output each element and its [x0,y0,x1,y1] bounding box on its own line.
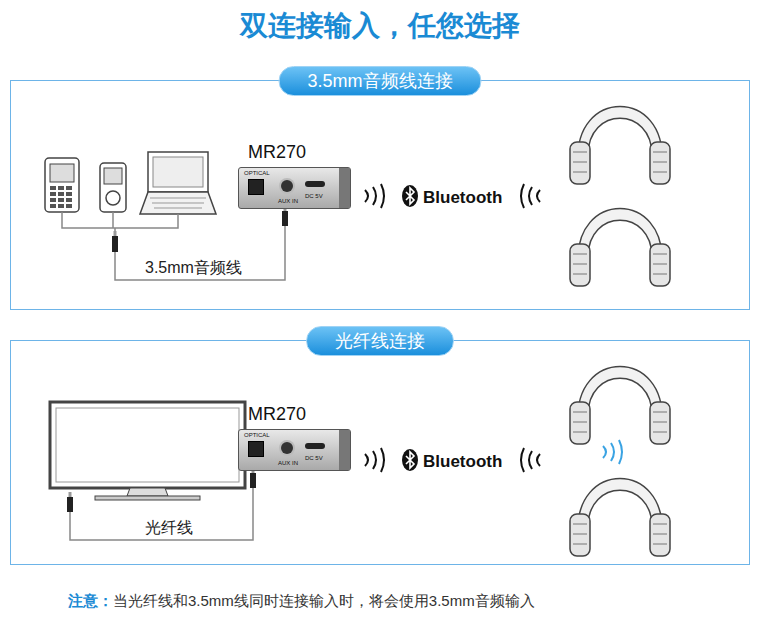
model-name: MR270 [248,403,351,425]
note-row: 注意：当光纤线和3.5mm线同时连接输入时，将会使用3.5mm音频输入 [68,590,535,611]
optical-port [248,179,264,195]
dc-port [305,181,325,187]
side-stripe [339,430,350,470]
aux-jack [281,442,293,454]
cable [113,212,114,228]
plug [112,231,118,252]
page-title: 双连接输入，任您选择 [0,8,760,44]
mobile-phone [45,158,79,212]
port-label: OPTICAL [244,170,270,177]
bluetooth-logo [402,449,418,471]
section-header: 3.5mm音频线连接 [278,66,481,96]
cable [62,212,178,228]
aux-jack [281,180,293,192]
cable-label: 光纤线 [145,517,193,539]
signal-waves [521,448,540,472]
port-label: AUX IN [278,198,298,205]
section-panel: 光纤线连接MR270OPTICALAUX INDC 5V [10,340,750,565]
laptop [140,152,216,214]
plug [282,206,288,226]
side-stripe [339,168,350,208]
bluetooth-label: Bluetooth [423,186,502,209]
note-text: 当光纤线和3.5mm线同时连接输入时，将会使用3.5mm音频输入 [113,590,535,611]
bluetooth-logo [402,185,418,207]
cable [115,226,285,280]
headphone [570,107,670,185]
dc-port [305,443,325,449]
headphone [570,209,670,287]
port-label: DC 5V [305,193,323,200]
cable-label: 3.5mm音频线 [145,257,242,279]
plug [67,492,73,512]
model-name: MR270 [248,141,351,163]
signal-waves [365,448,384,472]
section-header: 光纤线连接 [306,326,454,356]
plug [250,468,256,488]
port-label: DC 5V [305,455,323,462]
optical-port [248,441,264,457]
device-body: OPTICAL AUX IN DC 5V [238,429,351,471]
device-box: MR270OPTICAL AUX IN DC 5V [238,403,351,471]
note-heading: 注意： [68,590,113,611]
television [50,402,245,500]
signal-waves [521,184,540,208]
mp3-player [100,163,126,212]
port-label: AUX IN [278,460,298,467]
cable [70,488,253,540]
headphone [570,367,670,445]
bluetooth-label: Bluetooth [423,450,502,473]
device-body: OPTICAL AUX IN DC 5V [238,167,351,209]
port-label: OPTICAL [244,432,270,439]
signal-waves [365,184,384,208]
section-panel: 3.5mm音频线连接MR270OPTICALAUX INDC 5V [10,80,750,310]
headphone [570,479,670,557]
signal-waves [603,440,622,464]
device-box: MR270OPTICAL AUX IN DC 5V [238,141,351,209]
